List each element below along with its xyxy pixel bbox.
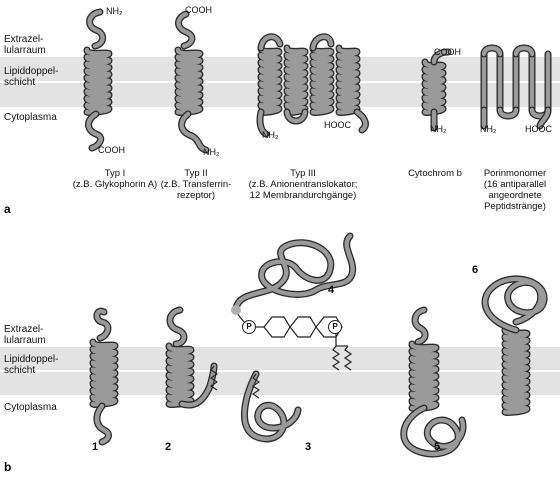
cytb-top-terminal: COOH (434, 47, 461, 57)
item-number-6: 6 (472, 264, 479, 276)
type2-bottom-loop (179, 111, 209, 153)
b2-top-loop (167, 307, 187, 347)
label-bilayer-b: Lipiddoppel- schicht (4, 354, 59, 376)
cytb-bottom-terminal: NH₂ (430, 124, 447, 134)
caption-porin: Porinmonomer (16 antiparallel angeordnet… (483, 168, 547, 212)
label-extracellular-b: Extrazel- lularraum (4, 324, 46, 346)
item-number-2: 2 (165, 441, 172, 453)
type3-helix-4 (336, 45, 360, 115)
phosphate-right: P (328, 320, 342, 334)
porin-cterm-tail (537, 107, 551, 129)
label-bilayer-a: Lipiddoppel- schicht (4, 66, 59, 88)
type1-helix (84, 47, 112, 115)
item-number-5: 5 (434, 441, 441, 453)
b5-domain (401, 405, 466, 457)
type3-loop-1 (258, 34, 283, 51)
type3-cterm-tail (354, 109, 368, 133)
lipid-anchor-4 (235, 311, 353, 371)
porin-turn-3 (513, 45, 535, 57)
b3-protein (242, 371, 301, 442)
item-number-3: 3 (305, 441, 312, 453)
type3-nterm: NH₂ (262, 130, 279, 140)
label-cytoplasm-b: Cytoplasma (4, 402, 57, 413)
type3-helix-3 (310, 45, 334, 115)
phosphate-left: P (242, 320, 256, 334)
b1-helix (90, 339, 118, 407)
caption-type1: Typ I (z.B. Glykophorin A) (72, 168, 158, 190)
label-cytoplasm-a: Cytoplasma (4, 112, 57, 123)
type2-top-loop (176, 11, 195, 49)
b6-helix (502, 327, 530, 415)
glycan-dot (231, 305, 241, 315)
protein-layer (83, 8, 552, 458)
type2-helix (175, 47, 203, 115)
type1-bottom-loop (86, 111, 103, 151)
type1-top-terminal: NH₂ (106, 6, 123, 16)
panel-letter-b: b (4, 460, 12, 474)
caption-type3: Typ III (z.B. Anionentranslokator; 12 Me… (248, 168, 358, 201)
type3-helix-2 (284, 45, 308, 115)
cytb-top-tail (431, 49, 451, 65)
b5-top-loop (412, 307, 428, 345)
type3-cterm: HOOC (324, 120, 351, 130)
b2-helix (166, 343, 194, 407)
label-extracellular-a: Extrazel- lularraum (4, 34, 46, 56)
acyl-chains (210, 365, 260, 399)
cytb-helix (422, 59, 446, 115)
type3-loop-3 (310, 34, 334, 51)
item-number-4: 4 (328, 284, 335, 296)
type2-top-terminal: COOH (185, 5, 212, 15)
b4-protein (233, 233, 355, 311)
type1-bottom-terminal: COOH (98, 145, 125, 155)
panel-letter-a: a (4, 202, 11, 216)
caption-type2: Typ II (z.B. Transferrin- rezeptor) (160, 168, 232, 201)
b4-protein-outline (232, 232, 357, 312)
porin-turn-1 (481, 45, 503, 57)
item-number-1: 1 (92, 441, 99, 453)
b6-domain (482, 276, 547, 333)
type3-nterm-tail (257, 109, 269, 137)
b1-bottom-loop (94, 403, 111, 445)
porin-turn-2 (497, 107, 519, 119)
type3-helix-1 (258, 45, 282, 115)
type3-loop-2 (284, 109, 308, 124)
type2-bottom-terminal: NH₂ (203, 147, 220, 157)
caption-cytochrome: Cytochrom b (408, 168, 462, 179)
b5-helix (409, 341, 439, 411)
porin-nterm: NH₂ (480, 124, 497, 134)
porin-cterm: HOOC (525, 124, 552, 134)
type1-top-loop (87, 9, 105, 49)
b1-top-loop (94, 309, 111, 341)
